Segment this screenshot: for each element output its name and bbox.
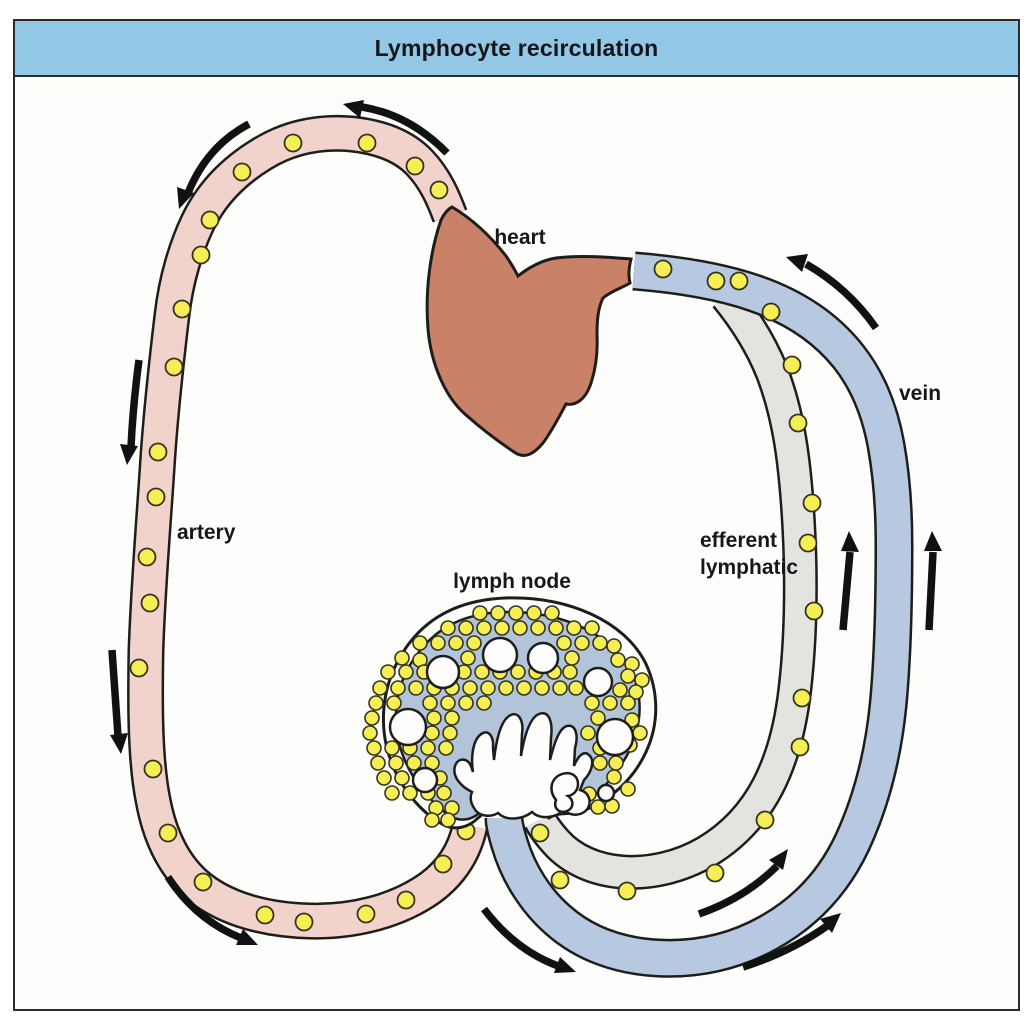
germinal-center xyxy=(596,783,616,803)
lymphocyte-dot xyxy=(158,823,178,843)
lymphocyte-dot xyxy=(550,870,570,890)
lymphocyte-dot xyxy=(143,759,163,779)
flow-arrow xyxy=(184,120,251,195)
lymphocyte-dot xyxy=(137,547,157,567)
flow-arrowhead xyxy=(786,254,808,272)
lymphocyte-dot xyxy=(761,302,781,322)
flow-arrow xyxy=(804,260,880,331)
lymphocyte-dot xyxy=(200,210,220,230)
flow-arrow xyxy=(925,551,937,631)
flow-arrow xyxy=(108,649,122,737)
flow-arrowhead xyxy=(554,957,576,973)
lymphocyte-dot xyxy=(802,493,822,513)
flow-arrowhead xyxy=(110,733,128,754)
efferent-lymphatic-label-line1: efferent xyxy=(700,529,777,552)
lymphocyte-dot xyxy=(617,881,637,901)
germinal-centers xyxy=(388,636,635,803)
lymphocyte-dot xyxy=(172,299,192,319)
vein-vessel xyxy=(484,251,914,978)
flow-arrowhead xyxy=(924,531,942,551)
efferent-lymphatic-label-line2: lymphatic xyxy=(700,556,798,579)
lymphocyte-dot xyxy=(729,271,749,291)
flow-arrow xyxy=(361,103,450,156)
artery-label: artery xyxy=(177,521,236,544)
flow-arrows xyxy=(108,100,942,973)
lymphocyte-dot xyxy=(146,487,166,507)
lymphocyte-dot xyxy=(530,823,550,843)
lymphocyte-dot xyxy=(232,162,252,182)
lymphocyte-dot xyxy=(804,601,824,621)
flow-arrow xyxy=(697,863,780,918)
flow-arrowhead xyxy=(841,531,859,552)
lymphocyte-dot xyxy=(193,872,213,892)
germinal-center xyxy=(425,654,461,690)
lymphocyte-dot xyxy=(755,810,775,830)
lymphocyte-dot xyxy=(148,442,168,462)
lymphocyte-dot xyxy=(283,133,303,153)
title-bar: Lymphocyte recirculation xyxy=(13,19,1020,77)
node-lymphocytes xyxy=(362,605,650,828)
flow-arrowhead xyxy=(177,187,194,209)
lymph-node xyxy=(362,596,658,830)
lymphocyte-dot xyxy=(433,854,453,874)
lymphocyte-dot xyxy=(405,156,425,176)
heart-label: heart xyxy=(494,226,545,249)
node-sinus-hook xyxy=(550,771,580,813)
lymphocyte-dot xyxy=(790,737,810,757)
flow-arrowhead xyxy=(343,100,364,118)
lymphocyte-dot xyxy=(356,904,376,924)
lymphocyte-dot xyxy=(294,912,314,932)
lymphocyte-dot xyxy=(191,245,211,265)
flow-arrow xyxy=(164,874,243,942)
flow-arrow xyxy=(481,906,560,970)
lymphocyte-dot xyxy=(164,357,184,377)
lymphocyte-dot xyxy=(129,658,149,678)
flow-arrow xyxy=(127,359,143,448)
lymphocyte-dot xyxy=(706,271,726,291)
flow-arrow xyxy=(839,551,854,631)
flow-arrowhead xyxy=(820,913,841,933)
germinal-center xyxy=(388,707,428,747)
germinal-center xyxy=(481,636,519,674)
flow-arrowhead xyxy=(769,849,788,870)
efferent-lymphatic-vessel xyxy=(524,284,818,890)
flow-arrowhead xyxy=(120,444,138,465)
lymphocyte-dot xyxy=(396,890,416,910)
flow-arrowhead xyxy=(236,929,258,945)
lymphocyte-dot xyxy=(788,413,808,433)
germinal-center xyxy=(582,666,614,698)
germinal-center xyxy=(595,717,635,757)
lymphocyte-dot xyxy=(798,533,818,553)
vein-label: vein xyxy=(899,382,941,405)
lymph-node-label: lymph node xyxy=(453,570,571,593)
figure-title: Lymphocyte recirculation xyxy=(374,34,659,61)
lymphocyte-dot xyxy=(255,905,275,925)
heart-shape xyxy=(425,205,633,457)
lymphocyte-dot xyxy=(705,863,725,883)
germinal-center xyxy=(411,766,439,794)
lymphocyte-dot xyxy=(782,355,802,375)
lymphocyte-dot xyxy=(429,180,449,200)
flow-arrow xyxy=(741,922,830,971)
germinal-center xyxy=(526,641,560,675)
lymphocyte-dot xyxy=(140,593,160,613)
lymphocyte-dot xyxy=(792,688,812,708)
vessel-lymphocytes xyxy=(129,133,824,932)
lymphocyte-dot xyxy=(653,259,673,279)
lymphocyte-dot xyxy=(357,133,377,153)
